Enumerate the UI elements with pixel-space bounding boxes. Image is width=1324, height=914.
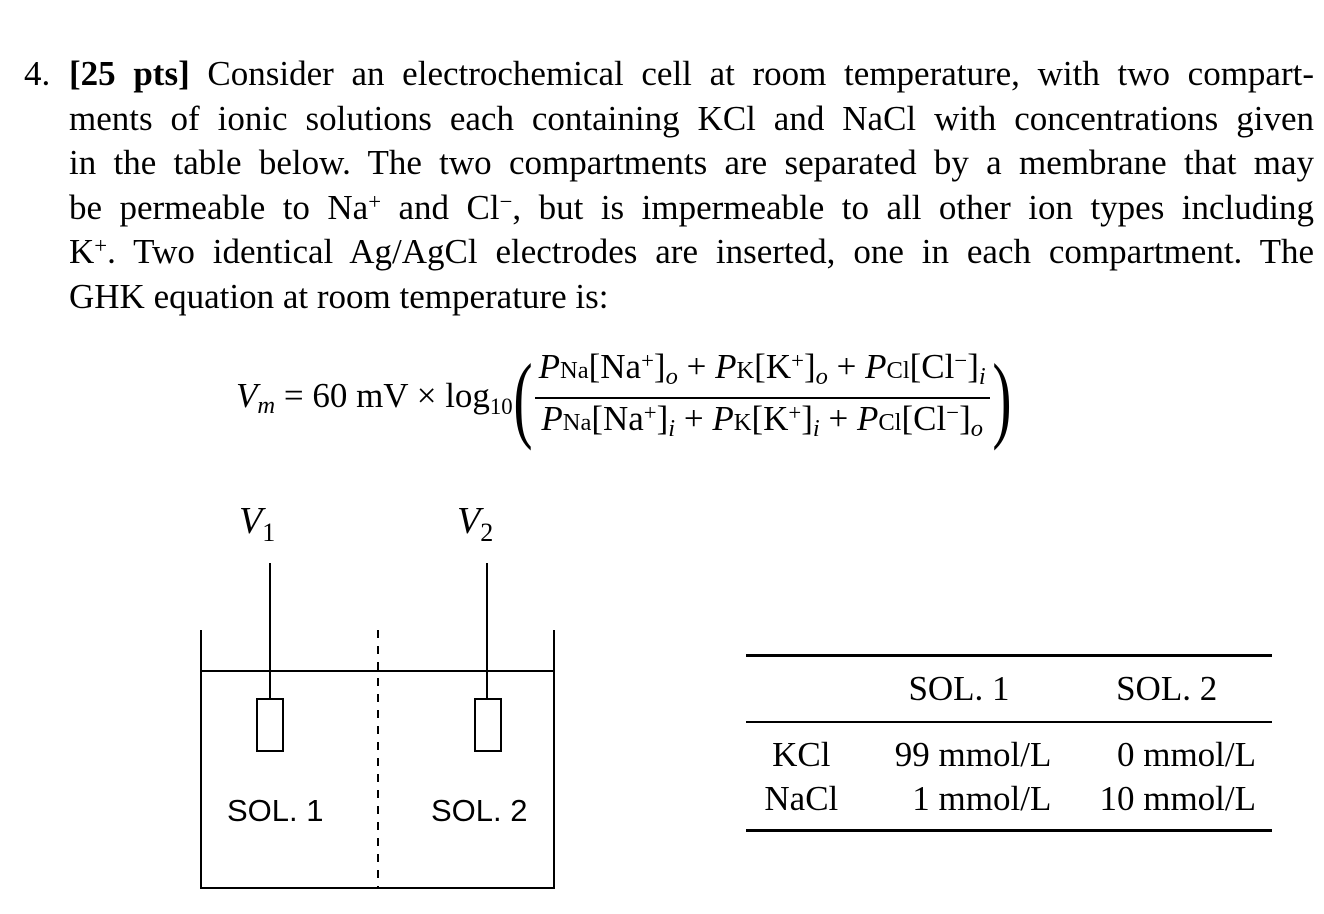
points-label: [25 pts] [69,54,190,93]
cell-diagram: V1 V2 SOL. 1 SOL. 2 [200,500,555,889]
ghk-fraction: PNa[Na+]o + PK[K+]o + PCl[Cl−]i PNa[Na+]… [534,346,990,449]
problem-line-6: GHK equation at room temperature is: [69,276,609,316]
row-compound: KCl [772,735,831,774]
problem-line-4: be permeable to Na+ and Cl−, but is impe… [69,187,1315,227]
table-row: NaCl 1 mmol/L 10 mmol/L [746,777,1272,831]
problem-text: [25 pts] Consider an electrochemical cel… [69,52,1314,319]
row-sol2-value: 0 mmol/L [1116,735,1256,774]
problem-number: 4. [24,54,51,93]
row-compound: NaCl [764,779,839,818]
table-header-empty [746,656,857,723]
electrode-2 [474,698,502,752]
fraction-numerator: PNa[Na+]o + PK[K+]o + PCl[Cl−]i [538,346,986,390]
concentration-table: SOL. 1 SOL. 2 KCl 99 mmol/L 0 mmol/L NaC… [746,654,1272,832]
problem-line-3: in the table below. The two compartments… [69,143,1314,182]
row-sol1-value: 99 mmol/L [894,735,1052,774]
problem-line-5: K+. Two identical Ag/AgCl electrodes are… [69,232,1314,271]
right-paren: ) [992,344,1012,451]
sol2-label: SOL. 2 [431,793,528,828]
fraction-denominator: PNa[Na+]i + PK[K+]i + PCl[Cl−]o [541,399,983,443]
table-header-sol2: SOL. 2 [1116,669,1218,708]
electrode-1 [256,698,284,752]
fraction-bar [534,397,990,399]
table-header-row: SOL. 1 SOL. 2 [746,655,1272,723]
row-sol2-value: 10 mmol/L [1099,779,1256,818]
problem-line-2: ments of ionic solutions each containing… [69,98,1314,138]
table-row: KCl 99 mmol/L 0 mmol/L [746,722,1272,777]
row-sol1-value: 1 mmol/L [912,779,1052,818]
equation-lhs: Vm = 60 mV × log10 [236,375,513,420]
v1-label: V1 [239,500,275,547]
v2-label: V2 [457,500,493,547]
problem-statement: 4. [25 pts] Consider an electrochemical … [24,52,1314,319]
table-header-sol1: SOL. 1 [908,669,1010,708]
left-paren: ( [513,344,533,451]
ghk-equation: Vm = 60 mV × log10 ( PNa[Na+]o + PK[K+]o… [236,344,1012,451]
sol1-label: SOL. 1 [227,793,324,828]
problem-line-1: [25 pts] Consider an electrochemical cel… [69,54,1315,93]
